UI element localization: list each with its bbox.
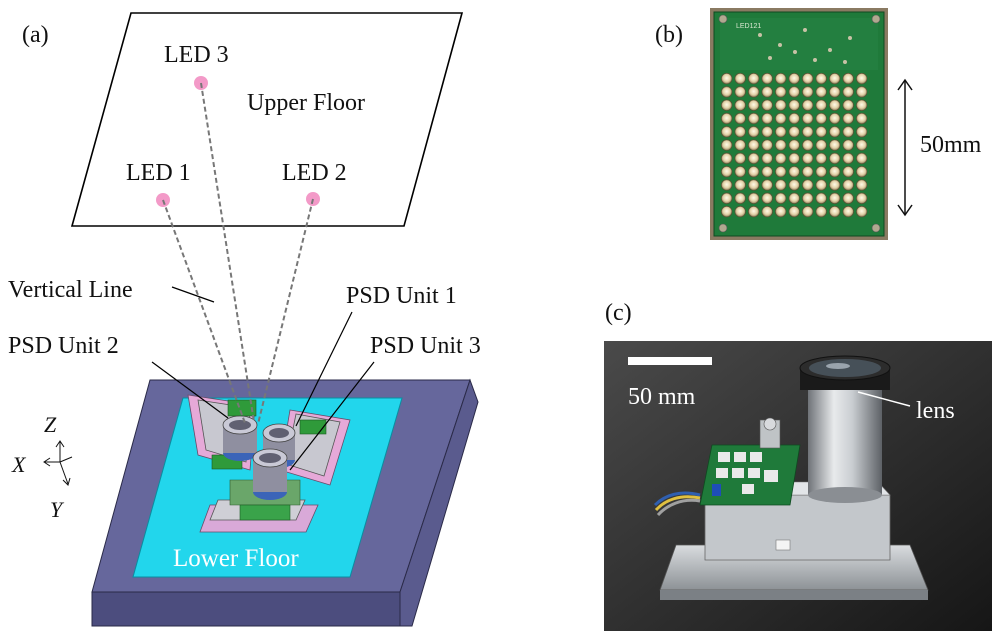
led-board-photo: LED121 xyxy=(710,8,888,240)
panel-b-letter: (b) xyxy=(655,22,683,48)
panel-c-letter: (c) xyxy=(605,300,632,326)
led-1-label: LED 1 xyxy=(126,160,191,186)
panel-c-scale-label: 50 mm xyxy=(628,384,696,410)
axis-x-label: X xyxy=(11,452,27,477)
psd-unit-1-leader xyxy=(295,311,353,427)
axis-y-label: Y xyxy=(50,497,65,522)
board-silkscreen-text: LED121 xyxy=(736,23,761,30)
panel-c-scale-bar xyxy=(628,357,712,365)
psd-unit-3-label: PSD Unit 3 xyxy=(370,333,481,359)
vertical-line-led-3 xyxy=(200,82,255,423)
lens-label: lens xyxy=(916,398,955,424)
psd-unit-2-cylinder xyxy=(222,415,258,461)
led-2-label: LED 2 xyxy=(282,160,347,186)
vertical-line-label: Vertical Line xyxy=(8,277,133,303)
psd-unit-2-leader xyxy=(151,361,229,419)
psd-unit-1-label: PSD Unit 1 xyxy=(346,283,457,309)
vertical-line-led-2 xyxy=(257,198,314,425)
panel-b: (b) LED121 50mm xyxy=(655,8,982,240)
upper-floor-label: Upper Floor xyxy=(247,90,365,116)
panel-a: (a) Upper Floor LED 3 LED 1 LED 2 Lower … xyxy=(8,12,481,627)
psd-unit-photo xyxy=(604,341,992,631)
psd-unit-2-label: PSD Unit 2 xyxy=(8,333,119,359)
axis-z-label: Z xyxy=(44,412,57,437)
lens-leader xyxy=(857,391,911,407)
psd-unit-3-leader xyxy=(289,361,375,471)
psd-unit-3-cylinder xyxy=(252,448,288,500)
panel-c: (c) xyxy=(604,300,992,631)
panel-a-letter: (a) xyxy=(22,22,49,48)
vertical-line-leader xyxy=(171,286,215,303)
base-block-front xyxy=(91,591,401,627)
lower-floor-label: Lower Floor xyxy=(173,545,299,572)
led-3-label: LED 3 xyxy=(164,42,229,68)
base-block-side xyxy=(399,378,479,627)
panel-b-scale-arrow xyxy=(897,78,913,217)
panel-b-scale-label: 50mm xyxy=(920,132,982,158)
upper-floor-plane xyxy=(70,12,464,227)
axis-triad: Z X Y xyxy=(11,412,73,522)
